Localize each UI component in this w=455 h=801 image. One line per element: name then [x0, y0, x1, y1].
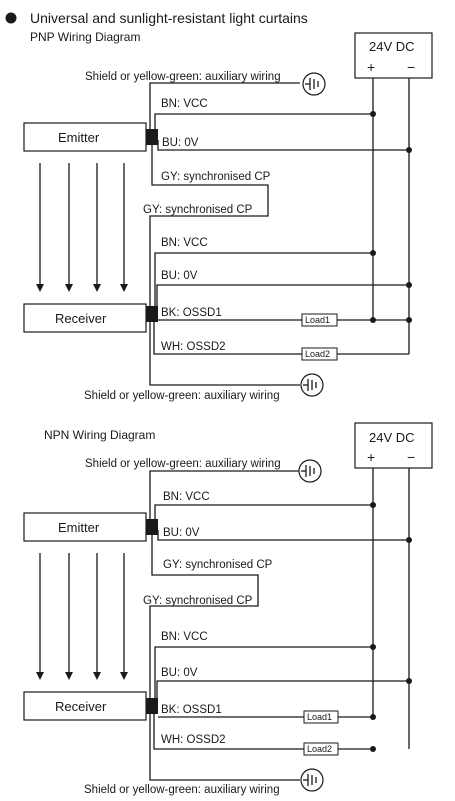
npn-minus-terminal: −: [407, 449, 415, 465]
npn-receiver-bu-label: BU: 0V: [161, 667, 198, 679]
pnp-load2-label: Load2: [305, 349, 330, 359]
npn-receiver-label: Receiver: [55, 699, 107, 714]
pnp-wh-label: WH: OSSD2: [161, 341, 226, 353]
ground-icon: [302, 72, 326, 96]
npn-subtitle: NPN Wiring Diagram: [44, 428, 155, 442]
npn-receiver-gy-label: GY: synchronised CP: [143, 595, 253, 607]
bullet-icon: [5, 12, 17, 24]
pnp-receiver-connector: [146, 306, 158, 322]
npn-supply-label: 24V DC: [369, 430, 415, 445]
ground-icon: [300, 768, 324, 792]
npn-emitter-label: Emitter: [58, 520, 100, 535]
npn-light-beams: [36, 553, 128, 680]
down-arrow-icon: [36, 284, 44, 292]
npn-emitter-box: [23, 512, 147, 542]
pnp-subtitle: PNP Wiring Diagram: [30, 30, 140, 44]
npn-emitter-connector: [146, 519, 158, 535]
npn-power-supply: [354, 422, 433, 469]
npn-load1-label: Load1: [307, 712, 332, 722]
page-title: Universal and sunlight-resistant light c…: [30, 10, 308, 26]
pnp-diagram: PNP Wiring Diagram 24V DC + − Shield or …: [23, 30, 433, 402]
pnp-receiver-box: [23, 303, 147, 333]
pnp-load1-label: Load1: [305, 315, 330, 325]
down-arrow-icon: [93, 284, 101, 292]
npn-load2-label: Load2: [307, 744, 332, 754]
pnp-shield-top-label: Shield or yellow-green: auxiliary wiring: [85, 71, 281, 83]
pnp-emitter-gy-label: GY: synchronised CP: [161, 171, 271, 183]
npn-diagram: NPN Wiring Diagram 24V DC + − Shield or …: [23, 422, 433, 796]
npn-wh-label: WH: OSSD2: [161, 734, 226, 746]
npn-emitter-gy-label: GY: synchronised CP: [163, 559, 273, 571]
down-arrow-icon: [120, 284, 128, 292]
npn-plus-terminal: +: [367, 449, 375, 465]
pnp-receiver-bn-label: BN: VCC: [161, 237, 208, 249]
pnp-shield-bottom-label: Shield or yellow-green: auxiliary wiring: [84, 390, 280, 402]
pnp-emitter-connector: [146, 129, 158, 145]
pnp-receiver-bu-label: BU: 0V: [161, 270, 198, 282]
pnp-emitter-bu-label: BU: 0V: [162, 137, 199, 149]
down-arrow-icon: [65, 672, 73, 680]
down-arrow-icon: [120, 672, 128, 680]
npn-receiver-bn-label: BN: VCC: [161, 631, 208, 643]
pnp-receiver-label: Receiver: [55, 311, 107, 326]
pnp-supply-label: 24V DC: [369, 39, 415, 54]
npn-receiver-connector: [146, 698, 158, 714]
pnp-emitter-box: [23, 122, 147, 152]
pnp-power-supply: [354, 32, 433, 79]
npn-receiver-box: [23, 691, 147, 721]
pnp-minus-terminal: −: [407, 59, 415, 75]
pnp-bk-label: BK: OSSD1: [161, 307, 222, 319]
npn-shield-bottom-label: Shield or yellow-green: auxiliary wiring: [84, 784, 280, 796]
down-arrow-icon: [93, 672, 101, 680]
npn-emitter-bn-label: BN: VCC: [163, 491, 210, 503]
ground-icon: [298, 459, 322, 483]
pnp-emitter-label: Emitter: [58, 130, 100, 145]
pnp-emitter-bn-label: BN: VCC: [161, 98, 208, 110]
pnp-plus-terminal: +: [367, 59, 375, 75]
pnp-light-beams: [36, 163, 128, 292]
npn-shield-top-label: Shield or yellow-green: auxiliary wiring: [85, 458, 281, 470]
pnp-receiver-gy-label: GY: synchronised CP: [143, 204, 253, 216]
down-arrow-icon: [65, 284, 73, 292]
npn-emitter-bu-label: BU: 0V: [163, 527, 200, 539]
npn-bk-label: BK: OSSD1: [161, 704, 222, 716]
down-arrow-icon: [36, 672, 44, 680]
ground-icon: [300, 373, 324, 397]
